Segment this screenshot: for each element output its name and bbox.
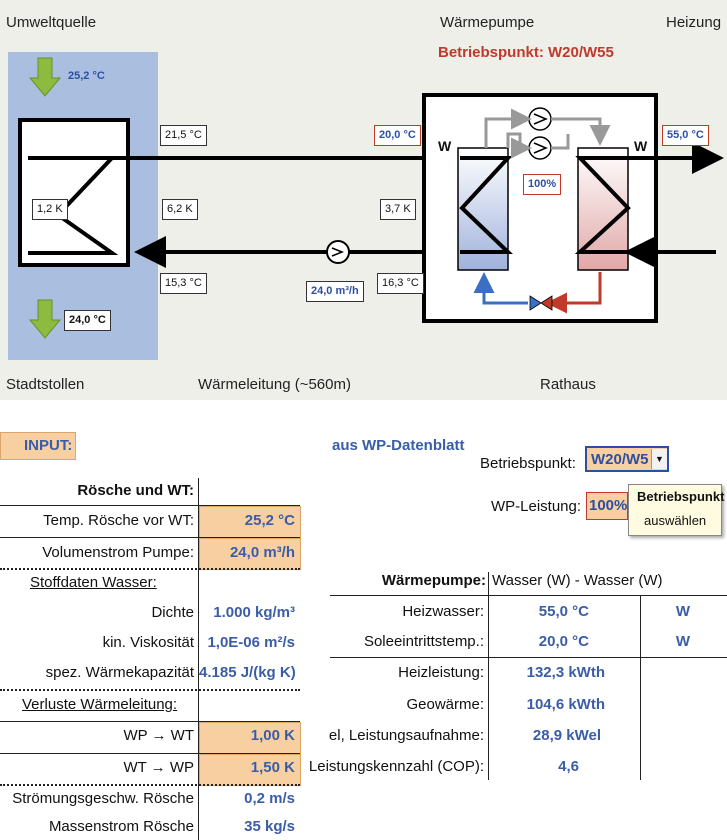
- row-label: kin. Viskosität: [102, 634, 194, 651]
- row-label: Strömungsgeschw. Rösche: [12, 790, 194, 807]
- row-label: WT → WP: [123, 759, 194, 776]
- heat-pump-diagram: Umweltquelle Wärmepumpe Heizung Betriebs…: [0, 0, 727, 400]
- row-unit: W: [675, 603, 690, 620]
- label-stadtstollen: Stadtstollen: [6, 376, 85, 393]
- hx-dt: 1,2 K: [32, 199, 68, 220]
- source-top-temp: 25,2 °C: [68, 70, 105, 82]
- row-value: 1,50 K: [250, 759, 295, 776]
- operating-point-title: Betriebspunkt: W20/W55: [438, 44, 614, 61]
- row-value: 25,2 °C: [244, 512, 295, 529]
- expansion-valve-icon: [529, 295, 542, 311]
- source-arrow-in-icon: [28, 57, 62, 97]
- wp-leistung-label: WP-Leistung:: [491, 498, 582, 515]
- roesche-title: Rösche und WT:: [77, 482, 194, 499]
- row-label: Massenstrom Rösche: [48, 818, 194, 835]
- input-cell: [0, 432, 76, 460]
- waermepumpe-title: Wärmepumpe:: [381, 572, 486, 589]
- row-value: 1,00 K: [250, 727, 295, 744]
- row-value: 132,3 kWth: [526, 664, 605, 681]
- datasheet-note: aus WP-Datenblatt: [332, 437, 465, 454]
- betriebspunkt-label: Betriebspunkt:: [480, 455, 576, 472]
- row-label: Dichte: [151, 604, 194, 621]
- row-value: 4.185 J/(kg K): [199, 664, 296, 681]
- row-label: Temp. Rösche vor WT:: [43, 512, 194, 529]
- return-left-temp: 15,3 °C: [160, 273, 207, 294]
- wp-leistung-cell[interactable]: [586, 492, 628, 520]
- wp-dt: 3,7 K: [380, 199, 416, 220]
- heat-exchanger: [18, 118, 130, 267]
- heating-out-temp: 55,0 °C: [662, 125, 709, 146]
- row-label: spez. Wärmekapazität: [45, 664, 194, 681]
- supply-left-temp: 21,5 °C: [160, 125, 207, 146]
- row-value: 55,0 °C: [538, 603, 589, 620]
- label-waermeleitung: Wärmeleitung (~560m): [198, 376, 351, 393]
- temp-roesche-cell[interactable]: [199, 506, 301, 538]
- source-arrow-out-icon: [28, 299, 62, 339]
- compressor-load: 100%: [523, 174, 562, 195]
- row-label: Geowärme:: [406, 696, 484, 713]
- row-label: Heizwasser:: [402, 603, 484, 620]
- verluste-header: Verluste Wärmeleitung:: [22, 696, 178, 713]
- left-table-divider: [198, 478, 199, 840]
- row-label: Volumenstrom Pumpe:: [42, 544, 194, 561]
- row-label: WP → WT: [123, 727, 194, 744]
- wp-leistung-value: 100%: [589, 497, 628, 514]
- row-label: Soleeintrittstemp.:: [363, 633, 484, 650]
- wp-return-temp: 16,3 °C: [377, 273, 424, 294]
- betriebspunkt-select[interactable]: W20/W5 ▼: [585, 446, 669, 472]
- w-right-label: W: [634, 138, 648, 154]
- tooltip-title: Betriebspunkt: [637, 489, 725, 504]
- label-heizung: Heizung: [666, 14, 722, 31]
- row-value: 0,2 m/s: [244, 790, 295, 807]
- row-label: Leistungskennzahl (COP):: [308, 758, 484, 775]
- tooltip-text: auswählen: [644, 513, 707, 528]
- row-value: 24,0 m³/h: [229, 544, 295, 561]
- row-value: 28,9 kWel: [532, 727, 601, 744]
- betriebspunkt-value: W20/W5: [591, 451, 649, 468]
- pump-flow: 24,0 m³/h: [306, 281, 364, 302]
- source-bottom-temp: 24,0 °C: [64, 310, 111, 331]
- diagram-graphic: [8, 52, 724, 360]
- stoffdaten-header: Stoffdaten Wasser:: [30, 574, 157, 591]
- input-label: INPUT:: [24, 437, 73, 454]
- row-value: 1.000 kg/m³: [213, 604, 295, 621]
- waermepumpe-type: Wasser (W) - Wasser (W): [492, 572, 663, 589]
- supply-dt: 6,2 K: [162, 199, 198, 220]
- row-label: Heizleistung:: [398, 664, 484, 681]
- row-unit: W: [675, 633, 690, 650]
- tooltip: Betriebspunkt auswählen: [628, 484, 725, 536]
- row-value: 35 kg/s: [244, 818, 295, 835]
- label-rathaus: Rathaus: [540, 376, 596, 393]
- pump-icon: [326, 240, 350, 264]
- row-value: 20,0 °C: [538, 633, 589, 650]
- right-table-divider: [488, 572, 489, 780]
- label-waermepumpe: Wärmepumpe: [440, 14, 535, 31]
- label-umweltquelle: Umweltquelle: [6, 14, 97, 31]
- row-label: el, Leistungsaufnahme:: [328, 727, 484, 744]
- row-value: 1,0E-06 m²/s: [207, 634, 295, 651]
- row-value: 104,6 kWth: [526, 696, 605, 713]
- condenser: [577, 147, 629, 271]
- w-left-label: W: [438, 138, 452, 154]
- wp-in-temp: 20,0 °C: [374, 125, 421, 146]
- dropdown-chevron-icon[interactable]: ▼: [651, 449, 667, 469]
- row-value: 4,6: [558, 758, 579, 775]
